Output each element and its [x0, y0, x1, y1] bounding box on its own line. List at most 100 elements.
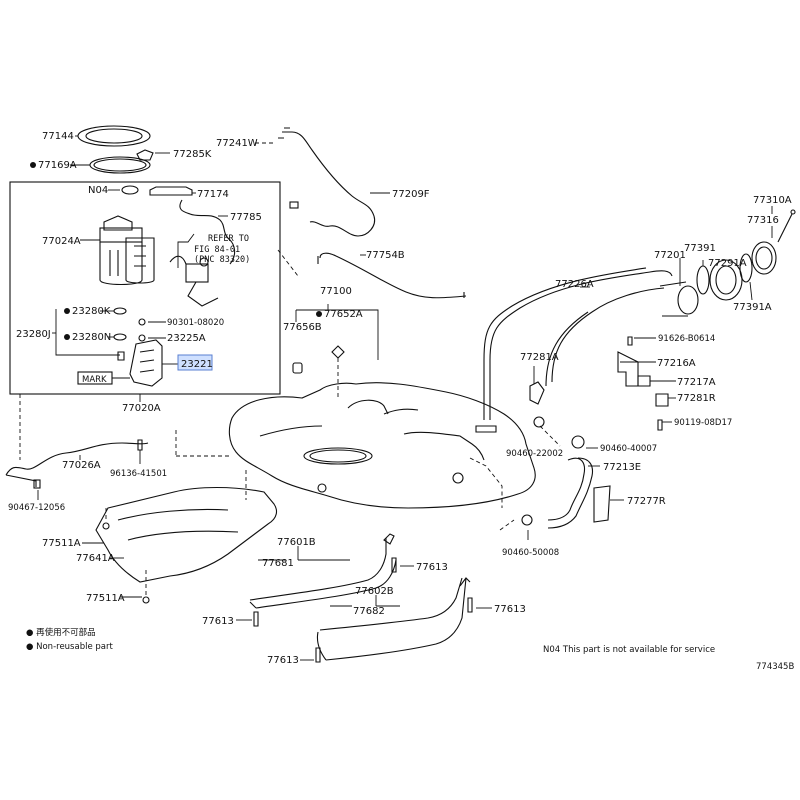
- strap-77602b[interactable]: [316, 577, 471, 661]
- harness-bracket[interactable]: [149, 186, 193, 196]
- pump-module-frame: [9, 181, 281, 395]
- fuel-pump-23221[interactable]: [129, 339, 163, 387]
- label-90460-40007: 90460-40007: [600, 444, 657, 454]
- strap-77601b[interactable]: [249, 538, 397, 609]
- label-77316: 77316: [747, 215, 779, 226]
- label-77613-4: 77613: [267, 655, 299, 666]
- label-77613-3: 77613: [202, 616, 234, 627]
- bolt-77613-3[interactable]: [467, 597, 473, 613]
- label-77681: 77681: [262, 558, 294, 569]
- label-77024a: 77024A: [42, 236, 81, 247]
- clamp-90460-22002[interactable]: [533, 416, 545, 428]
- bolt-91626[interactable]: [627, 336, 633, 346]
- filler-neck-77201[interactable]: [659, 281, 699, 317]
- label-77100: 77100: [320, 286, 352, 297]
- bolt-77613-4[interactable]: [315, 647, 321, 663]
- vent-tube[interactable]: [282, 131, 376, 237]
- n04-gasket[interactable]: [121, 185, 139, 195]
- bolt-77613-1[interactable]: [253, 611, 259, 627]
- ring-77391[interactable]: [696, 265, 710, 295]
- fuel-pump-assembly[interactable]: [99, 215, 155, 286]
- clamp-90460-50008[interactable]: [521, 514, 533, 526]
- tether-77310a[interactable]: [777, 213, 793, 243]
- label-77613-2: 77613: [494, 604, 526, 615]
- label-23280k: 23280K: [72, 306, 111, 317]
- connector-clip[interactable]: [136, 149, 154, 161]
- label-77026a: 77026A: [62, 460, 101, 471]
- label-90467: 90467-12056: [8, 503, 65, 513]
- wire-harness[interactable]: [179, 199, 236, 265]
- label-77310a: 77310A: [753, 195, 792, 206]
- label-23225a: 23225A: [167, 333, 206, 344]
- label-90460-22002: 90460-22002: [506, 449, 563, 459]
- pipe-77026a[interactable]: [5, 442, 149, 476]
- label-23280n: 23280N: [72, 332, 111, 343]
- legend-non-reusable-jp: ● 再使用不可部品: [26, 627, 96, 638]
- fuel-cap-77316[interactable]: [751, 241, 777, 275]
- protector-77277r[interactable]: [593, 485, 611, 523]
- label-77201: 77201: [654, 250, 686, 261]
- label-77613-1: 77613: [416, 562, 448, 573]
- label-77754b: 77754B: [366, 250, 405, 261]
- heat-shield-77641a[interactable]: [95, 486, 278, 583]
- label-mark: MARK: [82, 375, 107, 385]
- label-77281a: 77281A: [520, 352, 559, 363]
- label-90460-50008: 90460-50008: [502, 548, 559, 558]
- ring-77391a[interactable]: [739, 253, 753, 283]
- label-77652a: 77652A: [324, 309, 363, 320]
- grommet-77281a[interactable]: [529, 381, 545, 405]
- label-77020a: 77020A: [122, 403, 161, 414]
- label-77682: 77682: [353, 606, 385, 617]
- o-ring-23280k[interactable]: [113, 307, 127, 315]
- label-77391: 77391: [684, 243, 716, 254]
- label-77602b: 77602B: [355, 586, 394, 597]
- label-91626: 91626-B0614: [658, 334, 715, 344]
- label-96136: 96136-41501: [110, 469, 167, 479]
- note-n04: N04 This part is not available for servi…: [543, 645, 715, 655]
- label-90301: 90301-08020: [167, 318, 224, 328]
- fuel-sender-gauge[interactable]: [169, 255, 219, 307]
- hose-77213e[interactable]: [547, 457, 586, 521]
- label-77277r: 77277R: [627, 496, 666, 507]
- label-77281r: 77281R: [677, 393, 716, 404]
- bracket-77216a[interactable]: [617, 351, 639, 387]
- cap-77656b[interactable]: [292, 362, 303, 374]
- highlight-23221: [177, 354, 213, 371]
- label-77391a: 77391A: [733, 302, 772, 313]
- label-77213e: 77213E: [603, 462, 641, 473]
- label-23280j: 23280J: [16, 329, 51, 340]
- filler-pipe[interactable]: [489, 270, 673, 420]
- filler-housing-77291a[interactable]: [709, 259, 743, 301]
- label-77285k: 77285K: [173, 149, 212, 160]
- gasket-ring[interactable]: [89, 156, 151, 174]
- fuel-pump-check[interactable]: [117, 351, 125, 361]
- non-reusable-dot: [64, 334, 70, 340]
- label-refer-to: REFER TO: [208, 234, 249, 244]
- label-77291a: 77291A: [708, 258, 747, 269]
- grommet-77281r[interactable]: [655, 393, 669, 407]
- label-77511a-2: 77511A: [86, 593, 125, 604]
- label-77169a: 77169A: [38, 160, 77, 171]
- fuel-tank[interactable]: [228, 382, 536, 509]
- valve-77652a[interactable]: [331, 345, 345, 359]
- clamp-90460-40007[interactable]: [571, 435, 585, 449]
- label-77144: 77144: [42, 131, 74, 142]
- clamp-96136[interactable]: [137, 439, 143, 451]
- non-reusable-dot: [64, 308, 70, 314]
- retainer-ring[interactable]: [77, 125, 151, 147]
- label-77641a: 77641A: [76, 553, 115, 564]
- tube-77754b[interactable]: [319, 252, 467, 299]
- bolt-77613-2[interactable]: [391, 557, 397, 573]
- label-77241w: 77241W: [216, 138, 258, 149]
- label-77656b: 77656B: [283, 322, 322, 333]
- label-77209f: 77209F: [392, 189, 430, 200]
- bracket-77217a[interactable]: [637, 375, 651, 387]
- label-n04: N04: [88, 185, 108, 196]
- bolt-90119[interactable]: [657, 419, 663, 431]
- o-ring-23280n[interactable]: [113, 333, 127, 341]
- figure-id: 774345B: [756, 662, 794, 672]
- label-77785: 77785: [230, 212, 262, 223]
- non-reusable-dot: [30, 162, 36, 168]
